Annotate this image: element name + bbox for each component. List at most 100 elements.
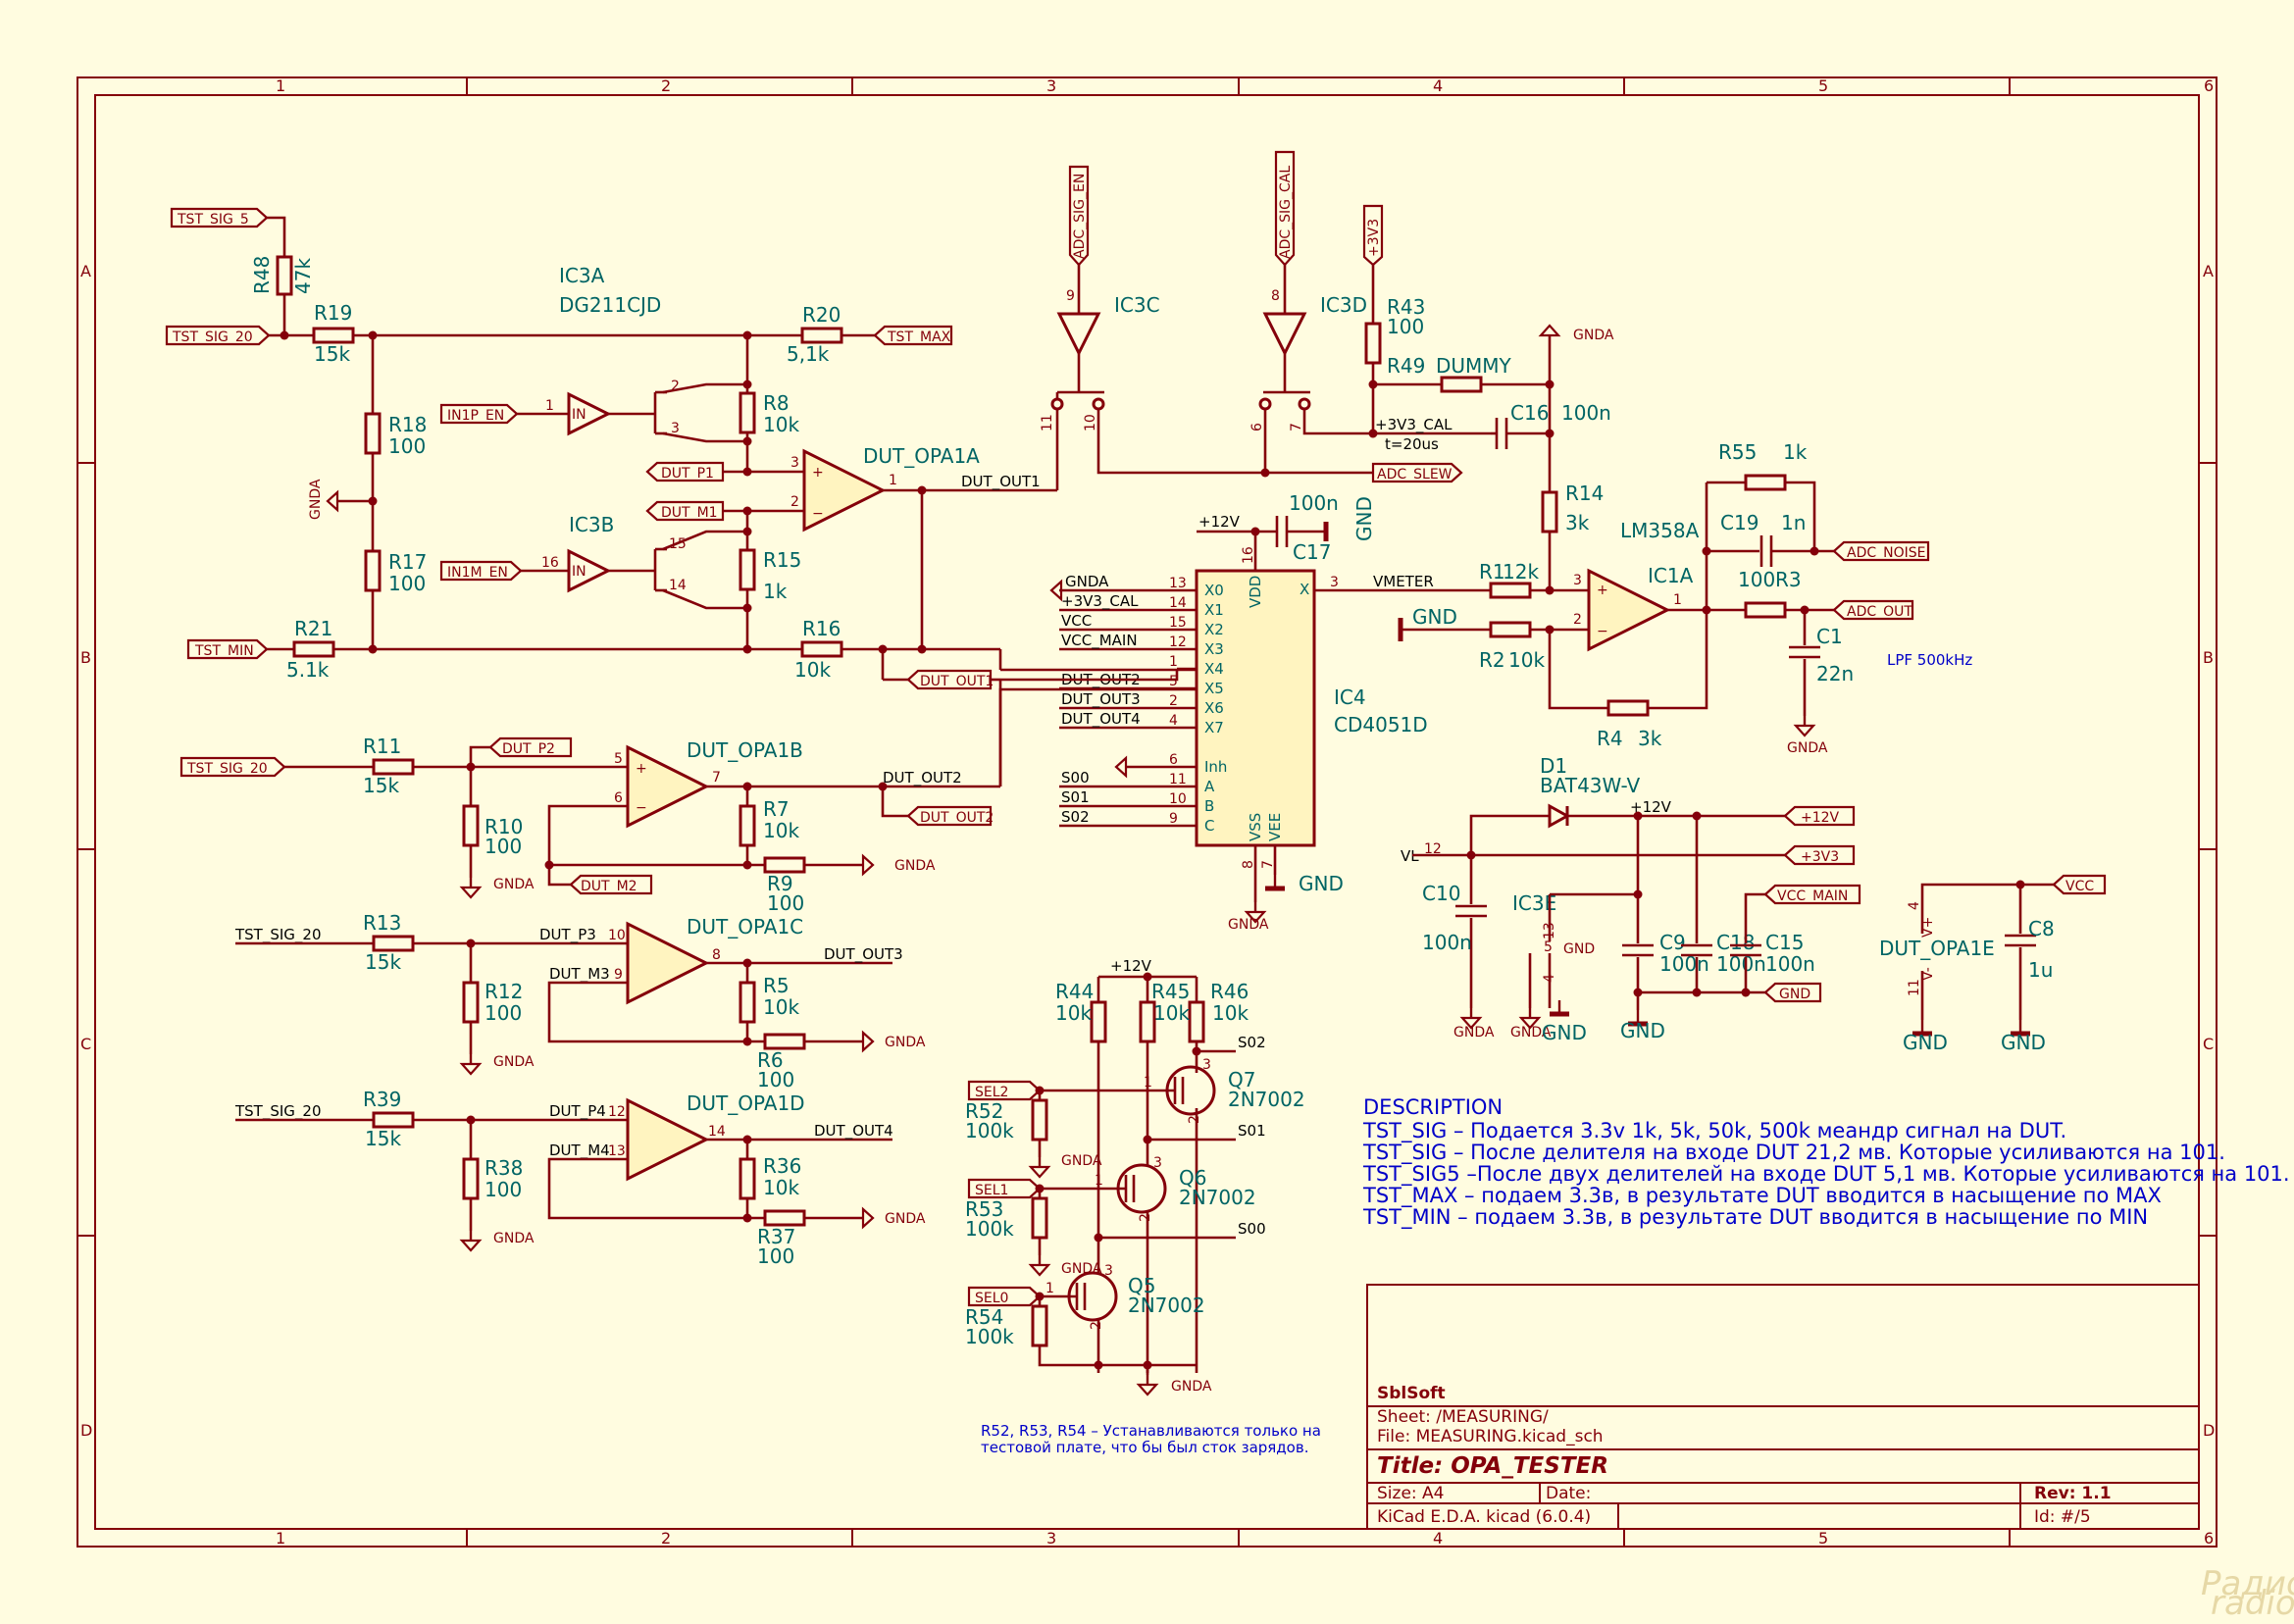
svg-text:DUT_OPA1A: DUT_OPA1A: [863, 444, 980, 468]
svg-text:10k: 10k: [1055, 1001, 1092, 1025]
svg-text:GNDA: GNDA: [493, 1054, 535, 1070]
svg-text:R8: R8: [763, 391, 790, 415]
opamp-dut-opa1d: TST_SIG_20 R39 15k DUT_P4 R38 100 GNDA 1…: [234, 1088, 926, 1268]
svg-text:9: 9: [614, 967, 623, 983]
svg-text:4: 4: [1907, 901, 1922, 910]
port-adc-out[interactable]: ADC_OUT: [1832, 599, 1914, 621]
svg-text:ADC_SIG_EN: ADC_SIG_EN: [1072, 174, 1088, 259]
port-plus-12v[interactable]: +12V: [1783, 805, 1856, 827]
resistor-r39: [372, 1111, 415, 1129]
svg-text:DUT_OPA1D: DUT_OPA1D: [687, 1091, 805, 1115]
svg-text:C16: C16: [1510, 401, 1549, 425]
switch-ic3d: ADC_SIG_CAL 8 IC3D 6 7 ADC_SLEW +3V3_CAL…: [1249, 150, 1491, 483]
port-in1p-en[interactable]: IN1P_EN: [439, 403, 519, 425]
port-sel1[interactable]: SEL1: [967, 1178, 1042, 1199]
frame-col-1-bottom: 1: [276, 1529, 285, 1548]
svg-text:R20: R20: [802, 303, 841, 327]
svg-text:DG211CJD: DG211CJD: [559, 293, 661, 317]
svg-text:R36: R36: [763, 1154, 801, 1178]
svg-text:100: 100: [757, 1068, 794, 1091]
port-dut-m1[interactable]: DUT_M1: [645, 500, 725, 522]
port-adc-sig-en[interactable]: ADC_SIG_EN: [1068, 165, 1090, 267]
svg-text:X: X: [1300, 581, 1309, 598]
svg-text:100n: 100n: [1422, 931, 1472, 954]
port-adc-sig-cal[interactable]: ADC_SIG_CAL: [1274, 150, 1296, 267]
ic4-pin-number: 12: [1169, 634, 1187, 650]
svg-text:Rev: 1.1: Rev: 1.1: [2034, 1484, 2112, 1503]
opamp-dut-opa1c: TST_SIG_20 R13 15k DUT_P3 R12 100 GNDA 1…: [234, 911, 926, 1091]
svg-text:SEL2: SEL2: [975, 1085, 1008, 1100]
port-adc-slew[interactable]: ADC_SLEW: [1371, 462, 1463, 483]
svg-text:DUT_OPA1C: DUT_OPA1C: [687, 915, 803, 939]
port-tst-min[interactable]: TST_MIN: [186, 638, 269, 660]
svg-text:5.1k: 5.1k: [286, 658, 330, 682]
port-tst-sig-5[interactable]: TST_SIG_5: [170, 207, 269, 228]
svg-text:3k: 3k: [1565, 511, 1590, 534]
resistor-r43: [1364, 322, 1382, 365]
svg-text:IC1A: IC1A: [1648, 564, 1694, 587]
svg-text:GND: GND: [1779, 987, 1810, 1002]
port-in1m-en[interactable]: IN1M_EN: [439, 560, 523, 582]
svg-text:R12: R12: [484, 980, 523, 1003]
port-3v3-top[interactable]: +3V3: [1362, 204, 1384, 267]
svg-text:10k: 10k: [794, 658, 831, 682]
svg-text:ADC_OUT: ADC_OUT: [1847, 604, 1912, 620]
title-block: SblSoft Sheet: /MEASURING/ File: MEASURI…: [1366, 1284, 2200, 1530]
svg-text:GNDA: GNDA: [1453, 1025, 1495, 1040]
port-dut-out1[interactable]: DUT_OUT1: [906, 669, 994, 690]
port-dut-p1[interactable]: DUT_P1: [645, 461, 725, 482]
port-adc-noise[interactable]: ADC_NOISE: [1832, 540, 1930, 562]
port-vcc[interactable]: VCC: [2052, 874, 2107, 895]
svg-text:C9: C9: [1659, 931, 1686, 954]
svg-text:Q5: Q5: [1128, 1274, 1155, 1297]
svg-text:IN1P_EN: IN1P_EN: [447, 408, 504, 424]
svg-text:11: 11: [1907, 979, 1922, 996]
opamp-ic1a: R1 12k GND R2 10k + − 3 2 1 LM358A IC1A …: [1398, 440, 1972, 756]
svg-text:GNDA: GNDA: [1171, 1379, 1212, 1395]
svg-text:+: +: [812, 465, 824, 481]
opamp-dut-opa1b: TST_SIG_20 R11 15k DUT_P2 R10 100 GNDA +…: [179, 680, 1002, 915]
port-sel2[interactable]: SEL2: [967, 1080, 1042, 1101]
svg-text:3k: 3k: [1638, 727, 1662, 750]
svg-text:GNDA: GNDA: [1510, 1025, 1552, 1040]
port-dut-p2[interactable]: DUT_P2: [488, 736, 573, 758]
port-dut-out2[interactable]: DUT_OUT2: [906, 805, 994, 827]
ic4-pin-name: X3: [1204, 640, 1224, 658]
svg-text:6: 6: [1249, 423, 1265, 431]
svg-text:t=20us: t=20us: [1385, 435, 1439, 453]
resistor-r8: [739, 391, 756, 434]
port-plus-3v3[interactable]: +3V3: [1783, 844, 1856, 866]
ic4-pin-number: 11: [1169, 772, 1187, 787]
svg-text:+3V3: +3V3: [1366, 219, 1382, 257]
svg-text:TST_MIN – подаем 3.3в, в резул: TST_MIN – подаем 3.3в, в результате DUT …: [1362, 1205, 2148, 1230]
svg-text:DUT_P3: DUT_P3: [539, 926, 596, 944]
calibration-network: +3V3 R43 100 R49 DUMMY C16 100n GNDA R14…: [1362, 204, 1614, 590]
port-gnd[interactable]: GND: [1763, 982, 1822, 1003]
svg-text:R46: R46: [1210, 980, 1249, 1003]
port-dut-m2[interactable]: DUT_M2: [569, 874, 653, 895]
port-vcc-main[interactable]: VCC_MAIN: [1763, 884, 1861, 905]
port-sel0[interactable]: SEL0: [967, 1286, 1042, 1307]
svg-text:VCC: VCC: [2065, 879, 2094, 894]
svg-text:8: 8: [1271, 288, 1280, 304]
frame-row-a-left: A: [80, 262, 91, 280]
svg-text:100n: 100n: [1561, 401, 1611, 425]
svg-text:14: 14: [669, 578, 687, 593]
frame-col-3-bottom: 3: [1046, 1529, 1056, 1548]
svg-text:CD4051D: CD4051D: [1334, 713, 1428, 736]
svg-text:100: 100: [388, 572, 426, 595]
svg-text:R52: R52: [965, 1099, 1003, 1123]
svg-text:12: 12: [1424, 841, 1442, 857]
resistor-r36: [739, 1157, 756, 1200]
port-tst-sig-20-top[interactable]: TST_SIG_20: [165, 325, 271, 346]
port-tst-max[interactable]: TST_MAX: [873, 325, 953, 346]
port-tst-sig-20-b[interactable]: TST_SIG_20: [179, 756, 286, 778]
svg-text:GNDA: GNDA: [885, 1211, 926, 1227]
resistor-r10: [462, 804, 480, 847]
svg-text:+12V: +12V: [1801, 810, 1840, 826]
svg-text:IC3D: IC3D: [1320, 293, 1367, 317]
svg-text:R17: R17: [388, 550, 427, 574]
